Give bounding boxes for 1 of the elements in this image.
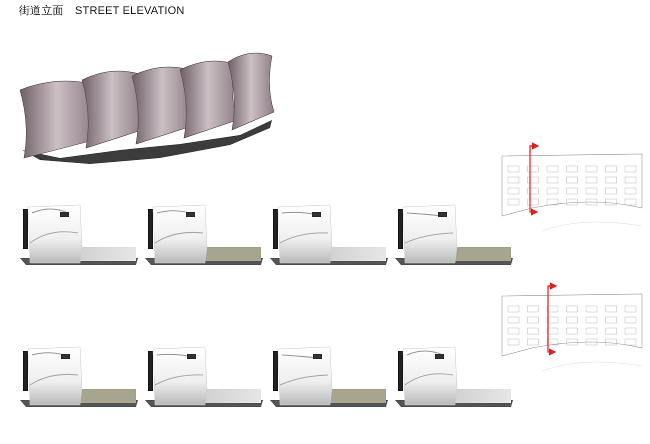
diagram-title: 街道立面 STREET ELEVATION <box>19 4 185 18</box>
